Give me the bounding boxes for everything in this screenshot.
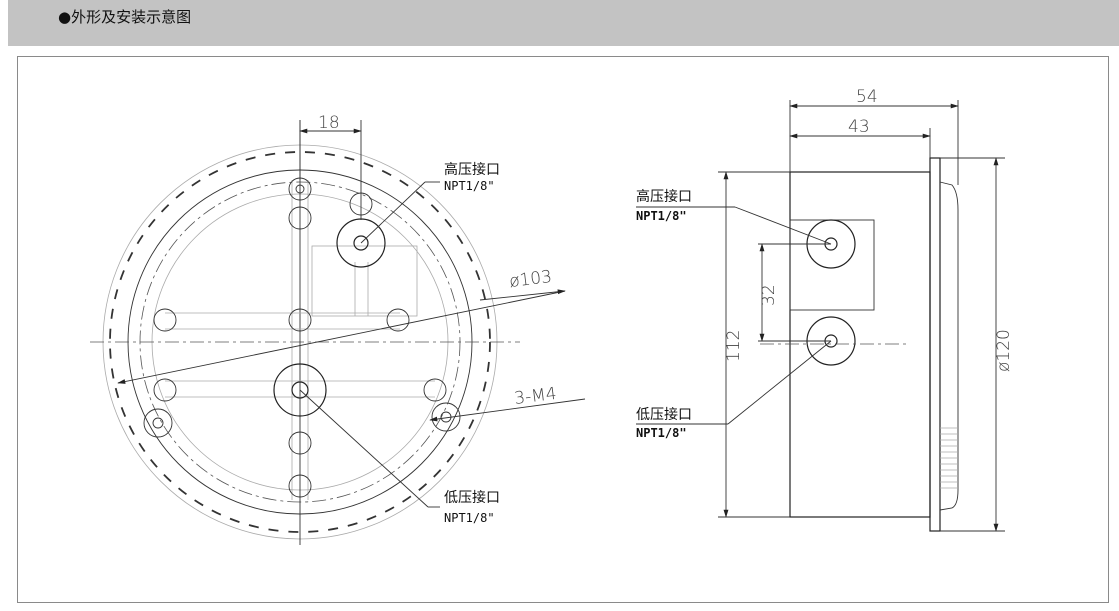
side-low-port-label: 低压接口 (636, 406, 692, 423)
side-body (789, 171, 931, 518)
front-high-port-label: 高压接口 (444, 161, 500, 178)
side-view: 54 43 112 32 ø120 高压接口 NPT1/8" 低压接口 NPT1… (636, 87, 1014, 532)
dim-54: 54 (856, 87, 878, 107)
dim-18: 18 (318, 113, 340, 133)
dim-3-m4: 3-M4 (513, 384, 558, 409)
dim-103: ø103 (508, 267, 553, 292)
dim-120: ø120 (994, 329, 1014, 372)
side-flange (929, 157, 941, 532)
mount-hole-left (143, 408, 173, 438)
dim-43: 43 (848, 117, 870, 137)
dim-32: 32 (759, 284, 779, 306)
side-low-port-thread: NPT1/8" (636, 426, 687, 440)
mount-hole-right (431, 402, 461, 432)
side-bezel (939, 181, 959, 511)
side-high-port-label: 高压接口 (636, 188, 692, 205)
inner-box-outline (311, 245, 418, 317)
drawing-frame (17, 56, 1109, 603)
low-pressure-port (273, 363, 327, 417)
dim-112: 112 (724, 330, 744, 362)
section-header-bar: ●外形及安装示意图 (8, 0, 1119, 46)
front-low-port-thread: NPT1/8" (444, 511, 495, 525)
side-high-port-thread: NPT1/8" (636, 209, 687, 223)
section-title: ●外形及安装示意图 (58, 8, 192, 26)
front-low-port-label: 低压接口 (444, 489, 500, 506)
front-high-port-thread: NPT1/8" (444, 179, 495, 193)
front-view: 18 ø103 3-M4 高压接口 NPT1/8" 低压接口 NPT1/8" (90, 113, 586, 545)
